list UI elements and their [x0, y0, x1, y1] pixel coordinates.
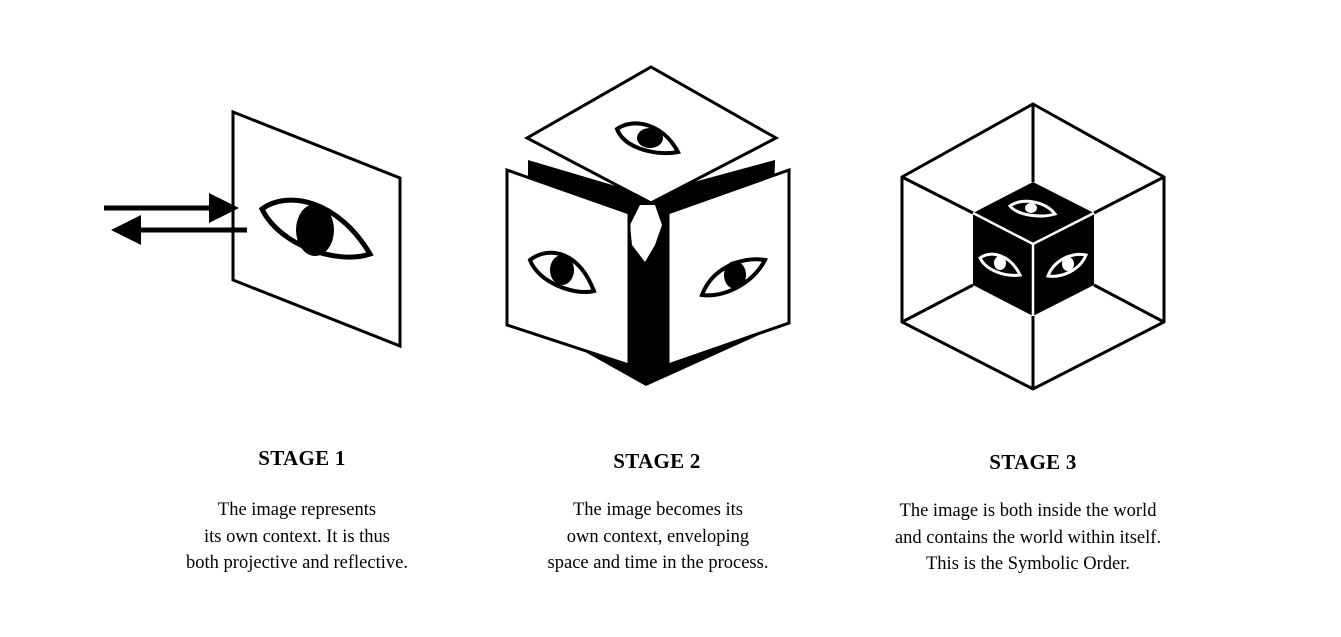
- caption-line: The image represents: [217, 500, 377, 520]
- eye-icon: [1045, 252, 1089, 278]
- stage-1-title: STAGE 1: [258, 446, 346, 470]
- stage-2-title: STAGE 2: [613, 449, 701, 473]
- caption-line: its own context. It is thus: [203, 526, 391, 547]
- caption-line: space and time in the process.: [547, 553, 769, 573]
- caption-line: both projective and reflective.: [186, 553, 408, 573]
- stage-2-caption: The image becomes its own context, envel…: [468, 497, 848, 577]
- stage-2-illustration: [505, 65, 791, 386]
- caption-line: The image is both inside the world: [899, 501, 1157, 521]
- stage-1-caption: The image represents its own context. It…: [107, 497, 487, 577]
- stage-3-caption: The image is both inside the world and c…: [838, 498, 1218, 578]
- stage-1-illustration: [104, 109, 402, 349]
- stages-illustration: [104, 65, 1166, 391]
- eye-icon: [978, 252, 1023, 277]
- eye-icon: [1007, 199, 1058, 218]
- stage-3-illustration: [900, 102, 1166, 391]
- eye-icon: [527, 250, 597, 294]
- stage-3-title: STAGE 3: [989, 450, 1077, 474]
- eye-icon: [614, 121, 682, 156]
- caption-line: This is the Symbolic Order.: [926, 554, 1130, 574]
- eye-icon: [258, 197, 374, 260]
- caption-line: own context, enveloping: [566, 526, 750, 547]
- caption-line: The image becomes its: [572, 500, 744, 520]
- eye-icon: [699, 257, 769, 298]
- caption-line: and contains the world within itself.: [894, 527, 1162, 548]
